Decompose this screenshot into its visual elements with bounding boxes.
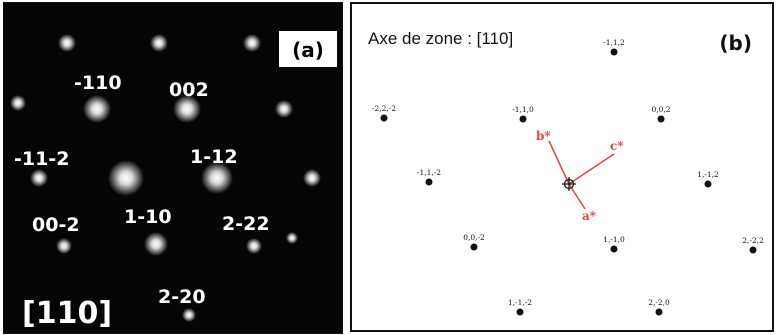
diffraction-spot xyxy=(173,95,201,123)
spot-label: 2-22 xyxy=(222,213,270,235)
diffraction-spot xyxy=(144,232,168,256)
spot: 1,-1,2 xyxy=(697,170,719,188)
diffraction-spot xyxy=(286,232,298,244)
vector-c-label: c* xyxy=(610,139,624,153)
diffraction-spot xyxy=(182,308,196,322)
spot-label: 0,0,2 xyxy=(651,105,670,114)
vector-b-label: b* xyxy=(536,129,551,143)
spot: 0,0,-2 xyxy=(463,233,485,251)
spot-label: 1,-1,-2 xyxy=(508,298,532,307)
spot-label: 2,-2,0 xyxy=(648,298,670,307)
diffraction-spot-center xyxy=(108,160,144,196)
spot-label: 0,0,-2 xyxy=(463,233,485,242)
zone-axis-text: Axe de zone : [110] xyxy=(368,29,513,48)
spot-label: -110 xyxy=(74,72,122,94)
spot: -1,1,2 xyxy=(603,38,625,56)
diffraction-spot xyxy=(243,34,261,52)
spot-label: 1-12 xyxy=(190,146,238,168)
diffraction-spot xyxy=(58,34,76,52)
spot: -2,2,-2 xyxy=(372,104,396,122)
diffraction-pattern-image: -110 002 -11-2 1-12 00-2 1-10 2-22 2-20 … xyxy=(4,3,342,333)
diffraction-spot xyxy=(83,95,111,123)
spot: 1,-1,-2 xyxy=(508,298,532,316)
spot-label: 1-10 xyxy=(124,206,172,228)
spot: 2,-2,2 xyxy=(742,236,764,254)
indexed-pattern-diagram: Axe de zone : [110] (b) -1,1,2 -2,2,-2 -… xyxy=(368,29,764,316)
diffraction-spot xyxy=(303,169,321,187)
spot: 1,-1,0 xyxy=(603,235,625,253)
spot-label: 1,-1,0 xyxy=(603,235,625,244)
panel-tag: (b) xyxy=(719,31,752,55)
spot-label: -1,1,0 xyxy=(512,105,534,114)
diffraction-pattern-panel: -110 002 -11-2 1-12 00-2 1-10 2-22 2-20 … xyxy=(3,2,343,334)
diffraction-spot xyxy=(10,95,26,111)
diffraction-spot xyxy=(150,34,168,52)
vector-c xyxy=(568,153,615,185)
spot: 0,0,2 xyxy=(651,105,671,123)
spot-label: 2,-2,2 xyxy=(742,236,764,245)
spot-label: 00-2 xyxy=(32,214,80,236)
spot-label: 2-20 xyxy=(158,286,206,308)
diffraction-spot xyxy=(201,162,233,194)
reciprocal-vectors: b* c* a* xyxy=(536,129,624,223)
spot-label: -11-2 xyxy=(14,148,69,170)
vector-b xyxy=(548,140,570,185)
spot: -1,1,0 xyxy=(512,105,534,123)
diffraction-spot xyxy=(56,238,72,254)
diffraction-spot xyxy=(246,238,262,254)
vector-a-label: a* xyxy=(582,209,597,223)
spot-label: -2,2,-2 xyxy=(372,104,396,113)
spot-label: 002 xyxy=(169,79,209,101)
zone-axis-label: [110] xyxy=(22,296,112,331)
spot-label: -1,1,-2 xyxy=(417,168,441,177)
spot-label: 1,-1,2 xyxy=(697,170,719,179)
spot: 2,-2,0 xyxy=(648,298,670,316)
diffraction-spot xyxy=(30,169,48,187)
indexed-pattern-panel: Axe de zone : [110] (b) -1,1,2 -2,2,-2 -… xyxy=(350,2,774,332)
diffraction-spot xyxy=(275,100,293,118)
panel-tag-box xyxy=(279,31,337,67)
spot-label: -1,1,2 xyxy=(603,38,625,47)
spot: -1,1,-2 xyxy=(417,168,441,186)
panel-tag: (a) xyxy=(292,38,324,62)
